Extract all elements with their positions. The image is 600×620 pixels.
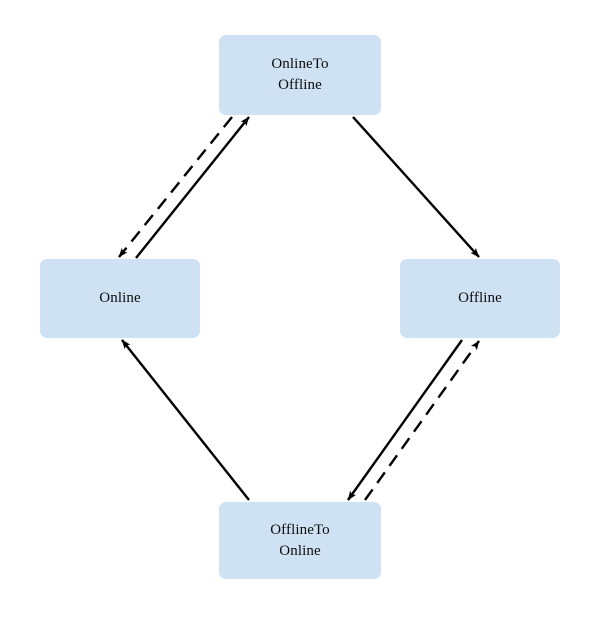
state-node-offline-to-online[interactable]: OfflineTo Online (219, 502, 381, 579)
state-node-label: OfflineTo Online (270, 521, 330, 559)
edge-offlinetoonline-to-online-solid (121, 339, 250, 501)
state-node-label: Offline (458, 290, 502, 306)
edge-onlinetooffline-to-offline-solid (352, 116, 480, 258)
state-node-offline[interactable]: Offline (400, 259, 560, 338)
edge-offlinetoonline-to-offline-dashed (364, 340, 480, 501)
state-node-label: Online (99, 290, 141, 306)
state-node-online-to-offline[interactable]: OnlineTo Offline (219, 35, 381, 115)
edge-offline-to-offlinetoonline-solid (347, 339, 463, 501)
state-node-online[interactable]: Online (40, 259, 200, 338)
edge-onlinetooffline-to-online-dashed (118, 116, 233, 258)
state-node-label: OnlineTo Offline (271, 56, 329, 93)
edge-online-to-onlinetooffline-solid (135, 116, 250, 259)
